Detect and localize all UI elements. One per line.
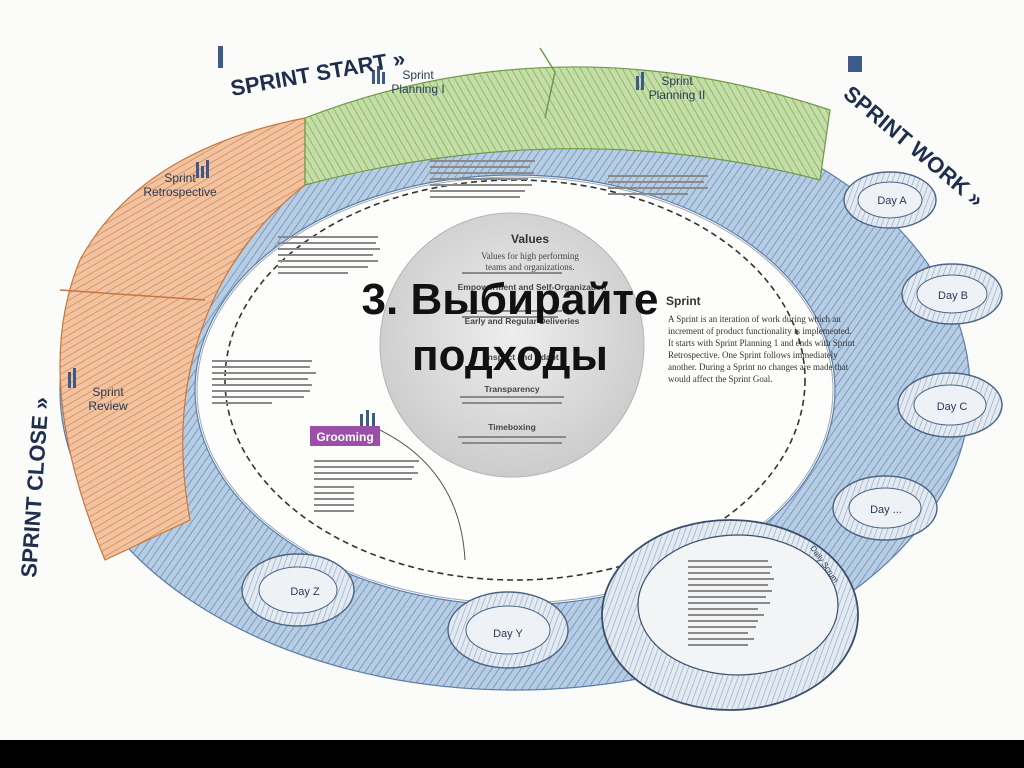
sprint-planning-1-line1: Sprint [402,68,434,82]
orange-close-segment [59,117,306,561]
values-item-4: Transparency [484,384,540,394]
green-start-segment [304,66,831,186]
slide-headline-line2: подходы [412,331,608,380]
sprint-retro-line1: Sprint [164,171,196,185]
grooming-label: Grooming [316,430,373,444]
values-item-1: Empowerment and Self-Organization [458,282,607,292]
grooming-tag [310,426,380,446]
sprint-desc-line-2: increment of product functionality is im… [668,326,851,336]
sprint-retro-line2: Retrospective [143,185,217,199]
sprint-desc-line-3: It starts with Sprint Planning 1 and end… [668,338,855,348]
sprint-desc-line-4: Retrospective. One Sprint follows immedi… [668,350,838,360]
slide-stage: SPRINT START » SPRINT WORK » SPRINT CLOS… [16,45,1003,711]
day-etc-label: Day ... [870,504,902,516]
slide-headline: 3. Выбирайте подходы [340,272,680,384]
day-ring-z [241,553,355,627]
sprint-review-line1: Sprint [92,385,124,399]
bottom-black-bar [0,740,1024,768]
day-ring-y [447,591,569,669]
values-subtitle-1: Values for high performing [481,251,579,261]
day-c-label: Day C [937,401,968,413]
sprint-planning-2-line1: Sprint [661,74,693,88]
day-ring-b [901,263,1003,325]
day-ring-etc [832,475,938,541]
sprint-heading: Sprint [666,294,701,308]
sprint-desc-line-6: would affect the Sprint Goal. [668,374,773,384]
sprint-planning-2-line2: Planning II [649,88,706,102]
people-icons [68,46,862,426]
sprint-close-label: SPRINT CLOSE » [16,396,54,578]
sprint-desc-line-1: A Sprint is an iteration of work during … [668,314,841,324]
values-item-3: Inspect and Adapt [485,352,559,362]
sprint-start-label: SPRINT START » [229,46,407,101]
day-b-label: Day B [938,290,968,302]
day-ring-c [897,372,1003,438]
values-item-2: Early and Regular Deliveries [465,316,580,326]
scrum-cycle-diagram: SPRINT START » SPRINT WORK » SPRINT CLOS… [16,46,1003,711]
sprint-planning-1-line2: Planning I [391,82,444,96]
description-texts [212,160,774,646]
sprint-review-line2: Review [88,399,128,413]
day-a-label: Day A [877,195,907,207]
day-y-label: Day Y [493,628,523,640]
values-subtitle-2: teams and organizations. [485,262,574,272]
values-item-5: Timeboxing [488,422,536,432]
day-ring-a [843,171,937,229]
sprint-desc-line-5: another. During a Sprint no changes are … [668,362,849,372]
slide-headline-line1: 3. Выбирайте [361,275,659,324]
values-title: Values [511,232,549,246]
day-z-label: Day Z [290,586,320,598]
